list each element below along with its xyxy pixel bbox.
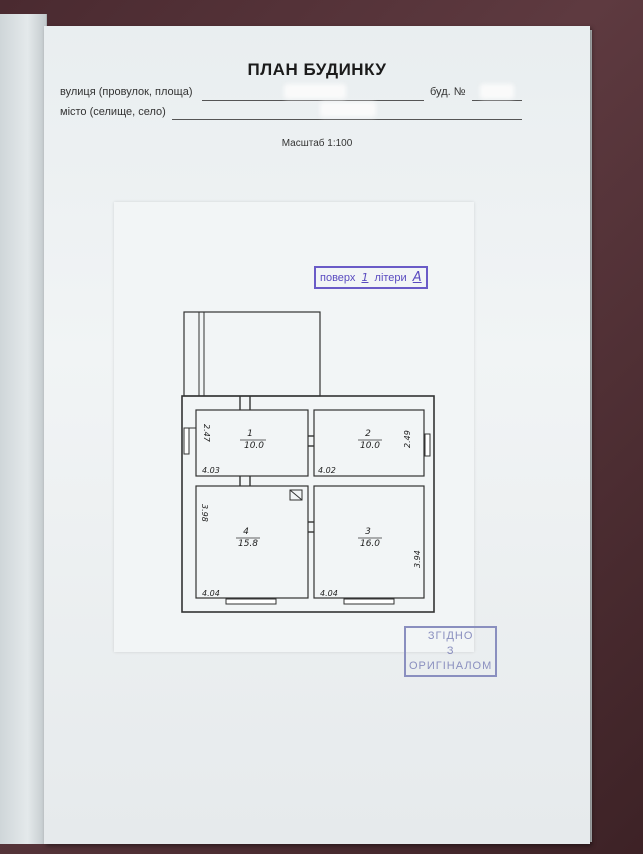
room-3: [313, 485, 425, 599]
window-3: [424, 433, 431, 457]
dim-d3: 4.02: [318, 466, 336, 475]
dim-d5: 3.98: [200, 504, 209, 522]
window-1: [225, 598, 277, 605]
room-1-number: 1: [247, 429, 253, 439]
outer-wall: [181, 395, 435, 613]
document-page: ПЛАН БУДИНКУ вулиця (провулок, площа) бу…: [44, 26, 590, 844]
floor-value: 1: [361, 271, 369, 284]
dim-d7: 4.04: [320, 589, 338, 598]
room-4-area: 15.8: [238, 539, 258, 549]
left-page-edge: [0, 14, 47, 844]
dim-d8: 3.94: [413, 550, 422, 568]
redacted-street: [284, 84, 346, 99]
room-2-number: 2: [365, 429, 371, 439]
room-2: [313, 409, 425, 477]
chimney: [289, 489, 303, 501]
dim-d1: 2.47: [202, 424, 211, 443]
building-label: буд. №: [430, 86, 466, 98]
dim-d6: 4.04: [202, 589, 220, 598]
room-1-area: 10.0: [244, 441, 264, 451]
redacted-building: [480, 84, 514, 99]
street-label: вулиця (провулок, площа): [60, 86, 193, 98]
letter-label: літери: [374, 272, 407, 284]
floor-plan-sheet: поверх 1 літери А: [114, 202, 498, 677]
street-underline: [202, 100, 424, 101]
certify-stamp: ЗГІДНО З ОРИГІНАЛОМ: [404, 626, 498, 677]
floor-plan-drawing: 1 10.0 2 10.0 3 16.0 4 15.8 2.47 4.03 4.…: [181, 311, 435, 613]
redacted-city: [320, 102, 376, 117]
scale-label: Масштаб 1:100: [281, 138, 353, 149]
letter-value: А: [412, 270, 422, 285]
room-3-number: 3: [365, 527, 371, 537]
city-underline: [172, 119, 522, 120]
room-4-number: 4: [243, 527, 249, 537]
window-2: [343, 598, 395, 605]
dim-d4: 2.49: [403, 430, 412, 448]
room-1: [195, 409, 309, 477]
chimney-cross: [289, 489, 303, 501]
certify-line-2: З ОРИГІНАЛОМ: [409, 645, 493, 672]
room-4: [195, 485, 309, 599]
certify-line-1: ЗГІДНО: [427, 630, 474, 642]
room-2-area: 10.0: [360, 441, 380, 451]
room-3-area: 16.0: [360, 539, 380, 549]
floor-label: поверх: [320, 272, 356, 284]
window-4: [183, 427, 190, 455]
page-title: ПЛАН БУДИНКУ: [247, 60, 387, 79]
dim-d2: 4.03: [202, 466, 220, 475]
floor-stamp: поверх 1 літери А: [314, 266, 428, 289]
building-underline: [472, 100, 522, 101]
city-label: місто (селище, село): [60, 106, 166, 118]
